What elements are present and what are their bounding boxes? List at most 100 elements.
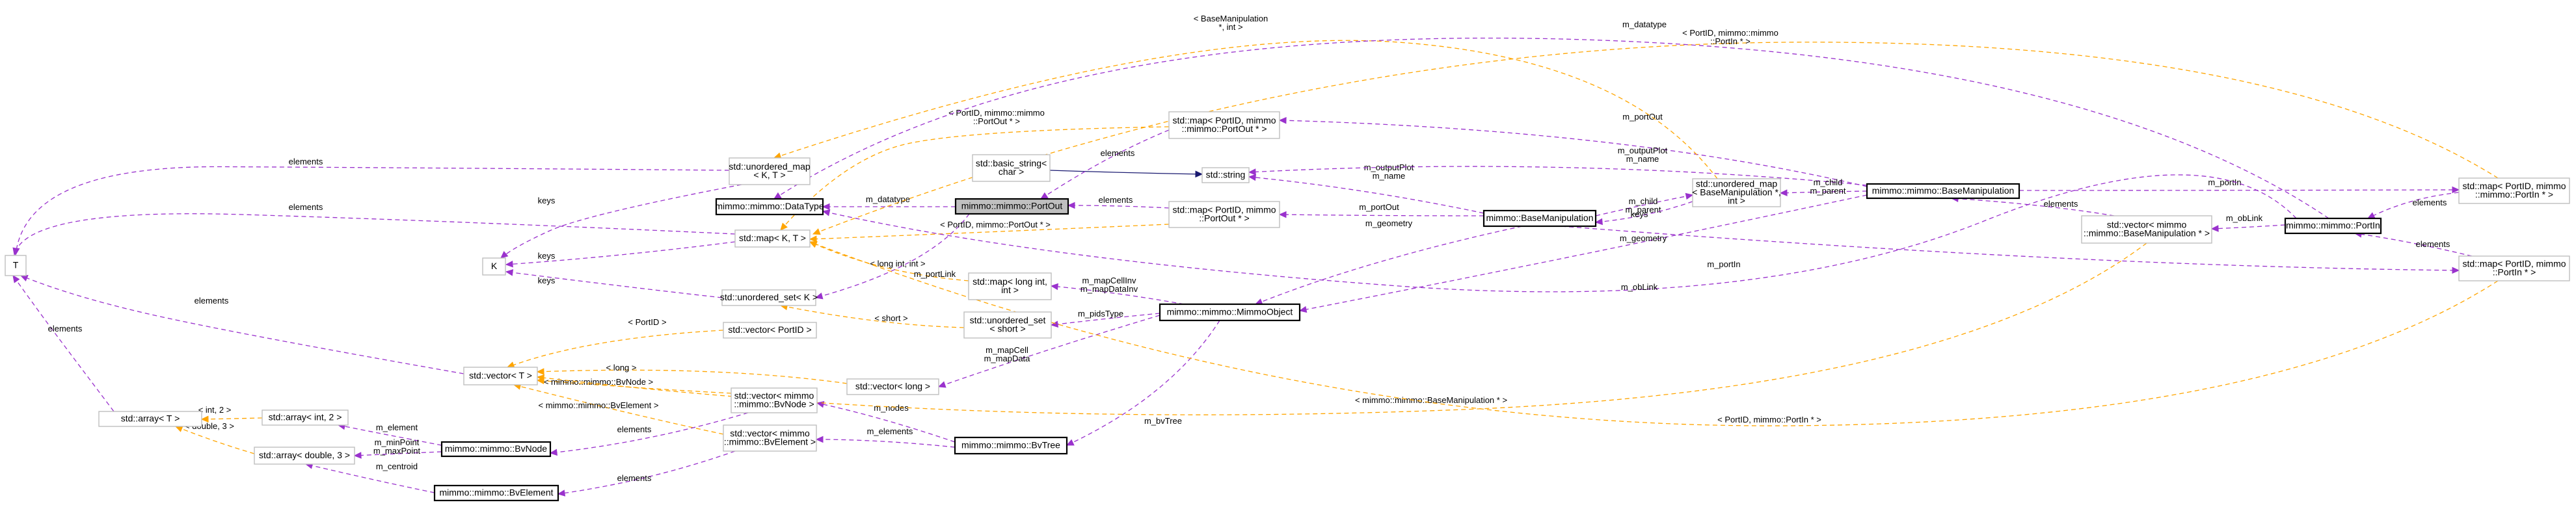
node-label: std::map< K, T > <box>739 233 806 243</box>
node-box <box>721 289 816 306</box>
node-BvTree[interactable]: mimmo::mimmo::BvTree <box>954 436 1068 455</box>
node-box <box>98 411 202 427</box>
node-map-PortID-PortOutPtr-top[interactable]: std::map< PortID, mimmo::mimmo::PortOut … <box>1168 111 1280 139</box>
node-label: std::map< PortID, mimmo <box>1172 115 1276 125</box>
node-label: std::vector< mimmo <box>730 428 810 439</box>
edge-line <box>1595 194 1693 216</box>
arrowhead <box>12 247 20 256</box>
node-vector-BMptr[interactable]: std::vector< mimmo::mimmo::BaseManipulat… <box>2081 215 2212 244</box>
node-box <box>2458 177 2570 204</box>
node-label: ::mimmo::PortIn * > <box>2475 189 2553 200</box>
node-map-PortID-PortInPtr-top[interactable]: std::map< PortID, mimmo::mimmo::PortIn *… <box>2458 177 2570 204</box>
edge-BaseManipulation-left-to-map-PortID-PortInPtr-bottom: m_portIn <box>1561 226 2460 274</box>
node-label: std::map< PortID, mimmo <box>2462 181 2566 191</box>
edge-label: m_bvTree <box>1144 416 1182 426</box>
edge-BvElement-to-array-double-3: m_centroid <box>304 462 435 493</box>
node-BaseManipulation-right[interactable]: mimmo::mimmo::BaseManipulation <box>1866 183 2020 200</box>
node-map-PortID-PortInPtr-bottom[interactable]: std::map< PortID, mimmo::PortIn * > <box>2458 255 2570 281</box>
edge-line <box>773 38 2329 219</box>
node-map-K-T[interactable]: std::map< K, T > <box>734 229 811 248</box>
node-label: ::mimmo::BvNode > <box>734 399 814 410</box>
edge-label: m_element <box>376 422 418 432</box>
node-box <box>254 447 355 465</box>
edge-line <box>507 330 724 368</box>
edge-line <box>20 275 464 374</box>
node-K[interactable]: K <box>482 257 506 276</box>
node-BaseManipulation-left[interactable]: mimmo::BaseManipulation <box>1483 209 1597 228</box>
node-vector-BvElement[interactable]: std::vector< mimmo::mimmo::BvElement > <box>723 424 817 452</box>
edge-label: m_elements <box>867 426 913 436</box>
node-PortOut[interactable]: mimmo::mimmo::PortOut <box>954 198 1069 215</box>
node-array-double-3[interactable]: std::array< double, 3 > <box>254 447 355 465</box>
node-BvNode[interactable]: mimmo::mimmo::BvNode <box>440 441 552 458</box>
edge-line <box>1067 205 1170 209</box>
node-T[interactable]: T <box>5 255 27 276</box>
node-label: mimmo::mimmo::PortIn <box>2286 220 2380 231</box>
node-vector-BvNode[interactable]: std::vector< mimmo::mimmo::BvNode > <box>731 387 818 413</box>
node-vector-long[interactable]: std::vector< long > <box>846 378 939 395</box>
edge-line <box>1051 285 1185 305</box>
node-box <box>1159 303 1301 322</box>
node-box <box>734 229 811 248</box>
edge-line <box>2367 192 2460 219</box>
edge-label: m_obLink <box>2226 213 2263 223</box>
node-DataType[interactable]: mimmo::mimmo::DataType <box>715 198 824 216</box>
arrowhead <box>815 436 824 443</box>
arrowhead <box>780 222 788 231</box>
node-BvElement[interactable]: mimmo::mimmo::BvElement <box>433 484 559 502</box>
edge-label: elements <box>289 157 323 166</box>
arrowhead <box>816 401 825 408</box>
edge-label: < mimmo::mimmo::BvNode > <box>544 377 653 387</box>
edge-line <box>809 224 1170 240</box>
edge-line <box>822 174 2297 292</box>
arrowhead <box>500 251 509 259</box>
edge-line <box>1040 129 1170 200</box>
node-vector-T[interactable]: std::vector< T > <box>463 367 538 385</box>
edge-label: elements <box>2416 239 2450 249</box>
node-array-T[interactable]: std::array< T > <box>98 411 202 427</box>
arrowhead <box>1779 189 1788 196</box>
edge-line <box>537 242 2147 415</box>
edge-label: < BaseManipulation <box>1194 14 1268 23</box>
node-PortIn[interactable]: mimmo::mimmo::PortIn <box>2284 217 2382 235</box>
node-vector-PortID[interactable]: std::vector< PortID > <box>723 322 817 339</box>
edge-line <box>816 439 956 448</box>
edge-label: m_mapData <box>984 354 1031 363</box>
edge-array-T-to-T: elements <box>12 275 114 412</box>
node-box <box>2458 255 2570 281</box>
node-unordered-set-K[interactable]: std::unordered_set< K > <box>720 289 818 306</box>
node-label: ::PortOut * > <box>1199 213 1249 224</box>
node-label: mimmo::mimmo::PortOut <box>961 201 1063 211</box>
node-unordered-set-short[interactable]: std::unordered_set< short > <box>963 311 1052 339</box>
edge-label: elements <box>1099 195 1133 205</box>
edge-label: m_pidsType <box>1078 309 1123 318</box>
edge-label: < mimmo::mimmo::BvElement > <box>539 400 659 410</box>
edge-PortOut-to-unordered-set-K: m_portLink <box>814 213 970 300</box>
node-box <box>723 424 817 452</box>
node-label: std::string <box>1206 170 1246 180</box>
node-label: std::unordered_set <box>970 315 1046 326</box>
edge-line <box>816 402 956 443</box>
node-unordered-map-K-T[interactable]: std::unordered_map< K, T > <box>729 157 811 185</box>
node-string[interactable]: std::string <box>1201 167 1250 183</box>
arrowhead <box>1050 320 1059 328</box>
node-MimmoObject[interactable]: mimmo::mimmo::MimmoObject <box>1159 303 1301 322</box>
arrowhead <box>1040 192 1049 200</box>
node-box <box>846 378 939 395</box>
node-array-int-2[interactable]: std::array< int, 2 > <box>262 410 349 426</box>
node-map-long-int[interactable]: std::map< long int,int > <box>968 272 1052 300</box>
node-map-PortID-PortOutPtr-mid[interactable]: std::map< PortID, mimmo::PortOut * > <box>1168 201 1280 228</box>
node-box <box>262 410 349 426</box>
edge-label: *, int > <box>1218 22 1242 32</box>
edge-line <box>500 184 742 259</box>
edge-label: m_parent <box>1626 205 1661 214</box>
node-label: std::unordered_map <box>1696 179 1778 189</box>
node-unordered-map-BM-int[interactable]: std::unordered_map< BaseManipulation *,i… <box>1692 178 1781 207</box>
edge-line <box>513 384 724 435</box>
edge-label: elements <box>1101 148 1135 158</box>
node-basic-string[interactable]: std::basic_string<char > <box>972 154 1051 182</box>
edge-map-PortID-PortInPtr-top-to-PortIn: elements <box>2367 192 2460 219</box>
edge-label: m_parent <box>1810 186 1846 196</box>
